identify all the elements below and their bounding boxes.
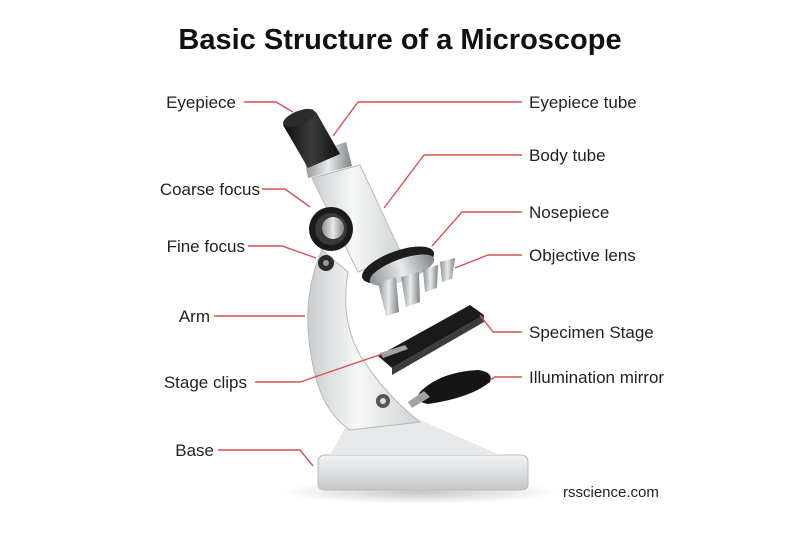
arm-shape bbox=[307, 249, 422, 431]
label-specimen-stage: Specimen Stage bbox=[529, 323, 654, 342]
label-arm: Arm bbox=[178, 307, 210, 326]
stage-clip bbox=[380, 345, 408, 358]
leader-stage-clips bbox=[255, 353, 383, 383]
label-fine-focus: Fine focus bbox=[166, 237, 245, 256]
leader-objective-lens bbox=[454, 254, 522, 269]
base-top bbox=[330, 420, 500, 455]
leader-coarse-focus bbox=[262, 188, 311, 208]
label-stage-clips: Stage clips bbox=[163, 373, 247, 392]
label-illumination-mirror: Illumination mirror bbox=[529, 368, 665, 387]
base-shape bbox=[317, 454, 529, 491]
leader-specimen-stage bbox=[479, 314, 522, 333]
label-coarse-focus: Coarse focus bbox=[159, 180, 260, 199]
label-eyepiece-tube: Eyepiece tube bbox=[529, 93, 637, 112]
label-objective-lens: Objective lens bbox=[529, 246, 636, 265]
label-body-tube: Body tube bbox=[529, 146, 606, 165]
leader-base bbox=[218, 449, 314, 467]
leader-nosepiece bbox=[431, 211, 522, 247]
label-eyepiece: Eyepiece bbox=[166, 93, 236, 112]
specimen-stage bbox=[378, 305, 484, 368]
diagram-title: Basic Structure of a Microscope bbox=[178, 24, 622, 56]
leader-eyepiece bbox=[244, 101, 294, 113]
illumination-mirror bbox=[418, 370, 491, 404]
leader-lines bbox=[214, 101, 522, 467]
eyepiece-shape bbox=[283, 112, 340, 168]
leader-eyepiece-tube bbox=[332, 101, 522, 137]
leader-body-tube bbox=[383, 154, 522, 209]
objective-lenses bbox=[378, 258, 455, 316]
label-base: Base bbox=[175, 441, 214, 460]
source-credit: rsscience.com bbox=[563, 484, 659, 501]
eyepiece-tube-shape bbox=[304, 142, 352, 178]
label-nosepiece: Nosepiece bbox=[529, 203, 610, 222]
leader-fine-focus bbox=[248, 245, 317, 259]
leader-illumination-mirror bbox=[489, 376, 522, 381]
